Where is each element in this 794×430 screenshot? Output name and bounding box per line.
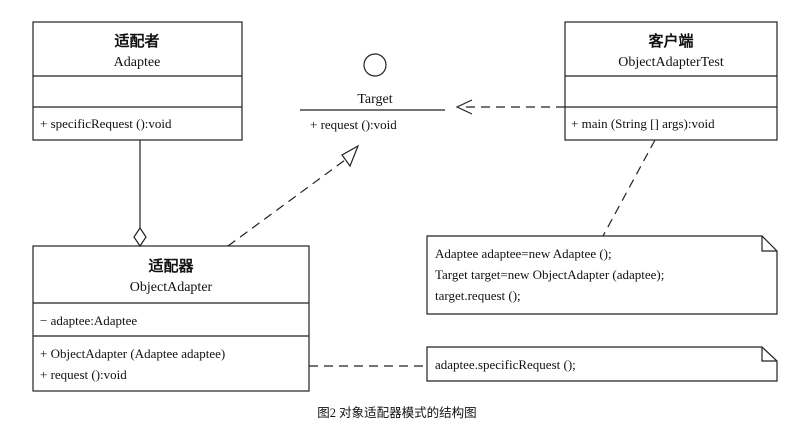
interface-lollipop-icon <box>363 53 387 77</box>
adapter-class[interactable]: 适配器 ObjectAdapter − adaptee:Adaptee + Ob… <box>32 245 310 392</box>
adapter-class-name: ObjectAdapter <box>130 280 213 295</box>
adapter-note[interactable]: adaptee.specificRequest (); <box>426 346 778 382</box>
adaptee-class[interactable]: 适配者 Adaptee + specificRequest ():void <box>32 21 243 141</box>
client-class-frame <box>564 21 778 141</box>
client-note-line-1: Adaptee adaptee=new Adaptee (); <box>435 246 612 261</box>
adapter-class-frame <box>32 245 310 392</box>
realization-arrowhead-icon <box>341 144 360 168</box>
client-note-line-2: Target target=new ObjectAdapter (adaptee… <box>435 267 664 282</box>
dependency-arrowhead-icon <box>455 99 473 115</box>
adapter-method: + request ():void <box>40 367 127 382</box>
client-stereotype: 客户端 <box>647 32 693 50</box>
client-note-anchor <box>602 139 656 237</box>
client-note[interactable]: Adaptee adaptee=new Adaptee (); Target t… <box>426 235 778 315</box>
adaptee-method: + specificRequest ():void <box>40 116 172 131</box>
adapter-note-text: adaptee.specificRequest (); <box>435 357 576 372</box>
client-class[interactable]: 客户端 ObjectAdapterTest + main (String [] … <box>564 21 778 141</box>
client-note-fold-icon <box>761 236 777 252</box>
aggregation-diamond-icon <box>133 226 147 248</box>
adapter-stereotype: 适配器 <box>148 257 194 275</box>
client-class-name: ObjectAdapterTest <box>618 55 724 70</box>
target-interface-name: Target <box>357 92 392 107</box>
target-method: + request ():void <box>310 117 397 132</box>
adapter-constructor: + ObjectAdapter (Adaptee adaptee) <box>40 346 225 361</box>
adaptee-stereotype: 适配者 <box>114 32 159 50</box>
adapter-field: − adaptee:Adaptee <box>40 313 137 328</box>
adapter-note-frame <box>426 346 778 382</box>
figure-caption: 图2 对象适配器模式的结构图 <box>317 405 476 420</box>
client-note-frame <box>426 235 778 315</box>
client-note-line-3: target.request (); <box>435 288 521 303</box>
target-interface[interactable]: Target + request ():void <box>300 53 445 132</box>
adaptee-class-frame <box>32 21 243 141</box>
realization-line <box>227 159 346 247</box>
adapter-note-fold-icon <box>761 347 777 362</box>
client-method: + main (String [] args):void <box>571 116 715 131</box>
adaptee-class-name: Adaptee <box>114 55 161 70</box>
